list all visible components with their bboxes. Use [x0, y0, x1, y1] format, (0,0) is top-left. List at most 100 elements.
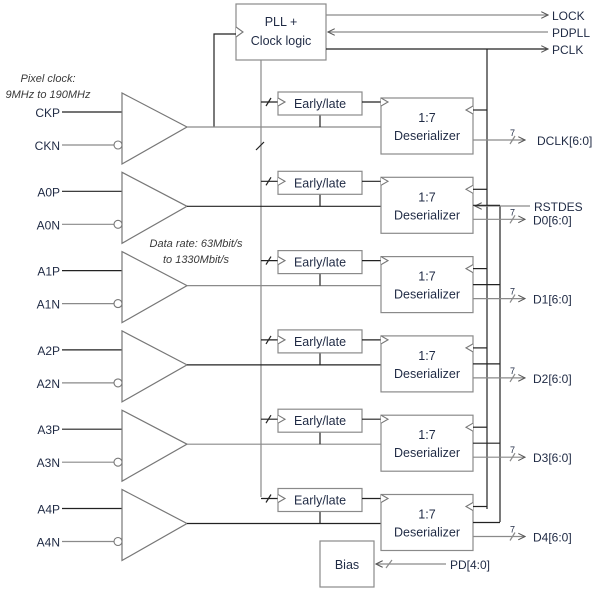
bus-slash-icon [265, 494, 272, 503]
clock-input-icon [380, 176, 390, 186]
deserializer-ratio-label: 1:7 [418, 349, 435, 363]
bus-slash-icon [509, 135, 516, 145]
inverting-input-icon [113, 140, 123, 150]
bus-width-label: 7 [510, 525, 515, 535]
bus-slash-icon [509, 373, 516, 383]
bus-slash-icon [509, 214, 516, 224]
input-n-label: CKN [35, 139, 60, 153]
bus-slash-icon [255, 141, 265, 151]
bus-slash-icon [509, 294, 516, 303]
inverting-input-icon [113, 536, 123, 547]
deserializer-label: Deserializer [394, 288, 460, 302]
deserializer-block [380, 335, 474, 393]
data-output-label: D1[6:0] [533, 293, 572, 307]
deserializer-block [380, 414, 474, 472]
deserializer-ratio-label: 1:7 [418, 111, 435, 125]
clock-input-icon [380, 335, 390, 345]
early-late-label: Early/late [294, 494, 346, 508]
bias-label: Bias [335, 558, 359, 572]
early-late-label: Early/late [294, 97, 346, 111]
pclk-input-icon [464, 422, 474, 432]
bus-width-label: 7 [510, 128, 515, 138]
input-p-label: A0P [37, 185, 60, 199]
input-n-label: A1N [37, 298, 60, 312]
clock-input-icon [380, 414, 390, 424]
clock-input-icon [235, 26, 244, 38]
pclk-input-icon [464, 184, 474, 194]
bus-slash-icon [265, 335, 272, 345]
pixel-clock-annotation-1: Pixel clock: [20, 73, 75, 85]
receiver-amplifier-icon [121, 250, 189, 324]
deserializer-label: Deserializer [394, 446, 460, 460]
pll-signals: LOCK PDPLL PCLK [326, 9, 590, 57]
data-output-label: D3[6:0] [533, 451, 572, 465]
bus-slash-icon [265, 97, 272, 107]
input-p-label: A4P [37, 503, 60, 517]
input-p-label: CKP [35, 106, 60, 120]
input-p-label: A1P [37, 265, 60, 279]
deserializer-block [380, 256, 474, 314]
deserializer-block [380, 176, 474, 234]
pclk-input-icon [464, 264, 474, 274]
deserializer-block [380, 493, 474, 552]
bus-slash-icon [265, 176, 272, 186]
receiver-amplifier-icon [121, 92, 189, 166]
pclk-input-icon [464, 502, 474, 511]
bus-slash-icon [265, 414, 272, 424]
data-output-label: DCLK[6:0] [537, 134, 592, 148]
data-output-label: D4[6:0] [533, 531, 572, 545]
data-output-label: D0[6:0] [533, 213, 572, 227]
bias-block: Bias PD[4:0] [319, 540, 490, 588]
inverting-input-icon [113, 299, 123, 309]
deserializer-label: Deserializer [394, 208, 460, 222]
bus-width-label: 7 [510, 445, 515, 455]
input-n-label: A2N [37, 377, 60, 391]
inverting-input-icon [113, 219, 123, 229]
pclk-input-icon [464, 343, 474, 353]
clock-input-icon [277, 335, 287, 345]
data-rate-annotation-2: to 1330Mbit/s [163, 254, 230, 266]
early-late-label: Early/late [294, 335, 346, 349]
deserializer-label: Deserializer [394, 526, 460, 540]
deserializer-ratio-label: 1:7 [418, 190, 435, 204]
bus-slash-icon [385, 559, 393, 569]
bus-width-label: 7 [510, 207, 515, 217]
pixel-clock-annotation-2: 9MHz to 190MHz [6, 89, 91, 101]
pd-label: PD[4:0] [450, 558, 490, 572]
data-output-label: D2[6:0] [533, 372, 572, 386]
pclk-label: PCLK [552, 43, 583, 57]
input-p-label: A3P [37, 423, 60, 437]
deserializer-ratio-label: 1:7 [418, 428, 435, 442]
pll-label-line1: PLL + [265, 15, 298, 29]
rstdes-label: RSTDES [534, 200, 583, 214]
clock-input-icon [277, 414, 287, 424]
deserializer-ratio-label: 1:7 [418, 508, 435, 522]
early-late-label: Early/late [294, 256, 346, 270]
receiver-amplifier-icon [121, 488, 189, 562]
bus-width-label: 7 [510, 366, 515, 376]
pclk-input-icon [464, 105, 474, 115]
deserializer-label: Deserializer [394, 129, 460, 143]
bus-slash-icon [509, 452, 516, 462]
clock-to-pll-line [213, 33, 236, 127]
pll-clock-logic-block: PLL + Clock logic [235, 3, 327, 61]
input-p-label: A2P [37, 344, 60, 358]
input-n-label: A3N [37, 456, 60, 470]
clock-input-icon [277, 494, 287, 503]
bus-width-label: 7 [510, 287, 515, 297]
clock-input-icon [380, 97, 390, 107]
bus-slash-icon [509, 532, 516, 541]
receiver-amplifier-icon [121, 409, 189, 483]
clock-input-icon [380, 494, 390, 503]
data-rate-annotation-1: Data rate: 63Mbit/s [150, 238, 243, 250]
clock-input-icon [277, 97, 287, 107]
receiver-amplifier-icon [121, 171, 189, 245]
early-late-label: Early/late [294, 414, 346, 428]
early-late-label: Early/late [294, 176, 346, 190]
clock-input-icon [380, 256, 390, 266]
